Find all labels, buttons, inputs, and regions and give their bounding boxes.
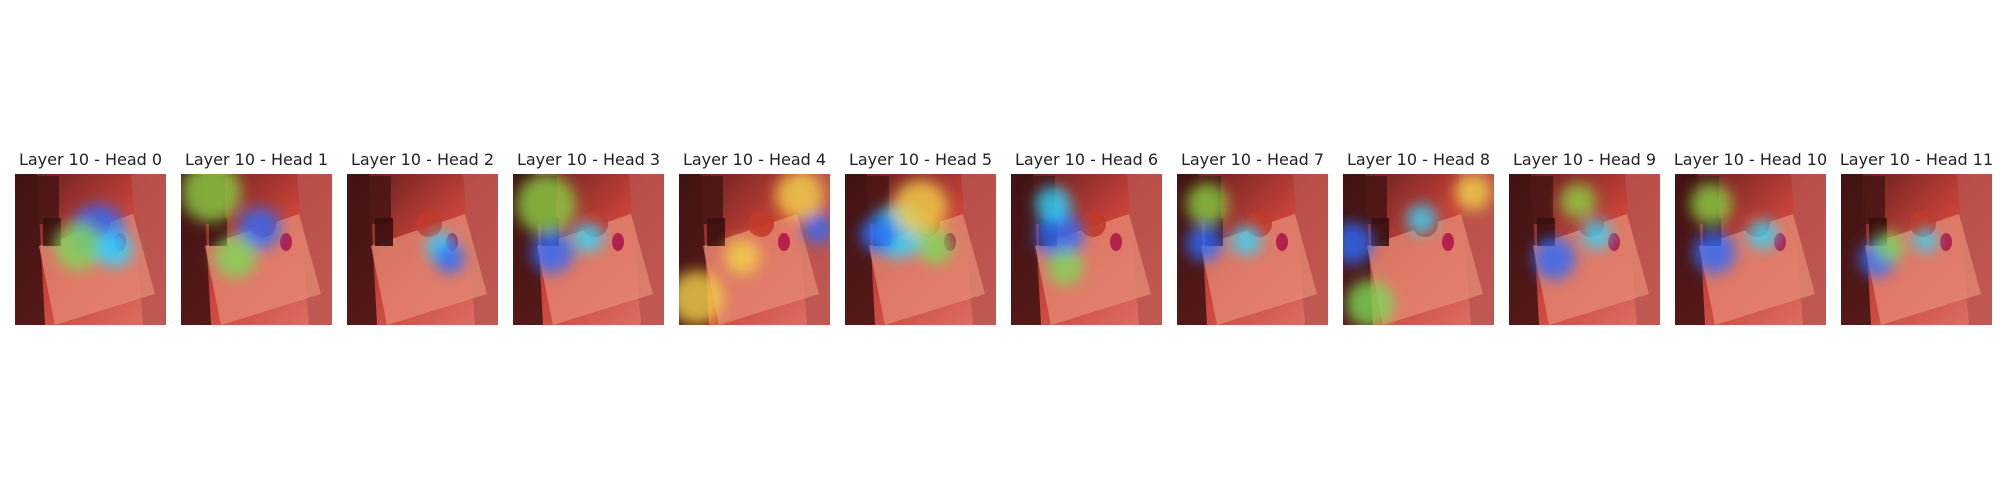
panel-title: Layer 10 - Head 1 (184, 150, 329, 169)
heatmap-panel: Layer 10 - Head 11 (1839, 148, 1994, 325)
attention-overlay-image (845, 174, 996, 325)
heatmap-panel: Layer 10 - Head 0 (15, 148, 166, 325)
attention-overlay-image (513, 174, 664, 325)
attention-overlay-image (1841, 174, 1992, 325)
panel-title: Layer 10 - Head 3 (516, 150, 661, 169)
panel-title: Layer 10 - Head 6 (1014, 150, 1159, 169)
panel-title: Layer 10 - Head 2 (350, 150, 495, 169)
panel-title: Layer 10 - Head 11 (1839, 150, 1994, 169)
attention-heatmap-grid: Layer 10 - Head 0 Layer 10 - Head 1 Layer … (15, 148, 1994, 325)
heatmap-panel: Layer 10 - Head 1 (181, 148, 332, 325)
heatmap-panel: Layer 10 - Head 7 (1177, 148, 1328, 325)
panel-title: Layer 10 - Head 5 (848, 150, 993, 169)
panel-title: Layer 10 - Head 7 (1180, 150, 1325, 169)
attention-overlay-image (1011, 174, 1162, 325)
heatmap-panel: Layer 10 - Head 8 (1343, 148, 1494, 325)
panel-title: Layer 10 - Head 4 (682, 150, 827, 169)
attention-overlay-image (1177, 174, 1328, 325)
panel-title: Layer 10 - Head 9 (1512, 150, 1657, 169)
panel-title: Layer 10 - Head 10 (1673, 150, 1828, 169)
heatmap-panel: Layer 10 - Head 2 (347, 148, 498, 325)
panel-title: Layer 10 - Head 0 (18, 150, 163, 169)
attention-overlay-image (15, 174, 166, 325)
attention-overlay-image (347, 174, 498, 325)
heatmap-panel: Layer 10 - Head 10 (1673, 148, 1828, 325)
panel-title: Layer 10 - Head 8 (1346, 150, 1491, 169)
attention-overlay-image (1675, 174, 1826, 325)
attention-overlay-image (1343, 174, 1494, 325)
attention-overlay-image (181, 174, 332, 325)
attention-overlay-image (679, 174, 830, 325)
attention-overlay-image (1509, 174, 1660, 325)
heatmap-panel: Layer 10 - Head 3 (513, 148, 664, 325)
heatmap-panel: Layer 10 - Head 9 (1509, 148, 1660, 325)
heatmap-panel: Layer 10 - Head 6 (1011, 148, 1162, 325)
heatmap-panel: Layer 10 - Head 4 (679, 148, 830, 325)
heatmap-panel: Layer 10 - Head 5 (845, 148, 996, 325)
